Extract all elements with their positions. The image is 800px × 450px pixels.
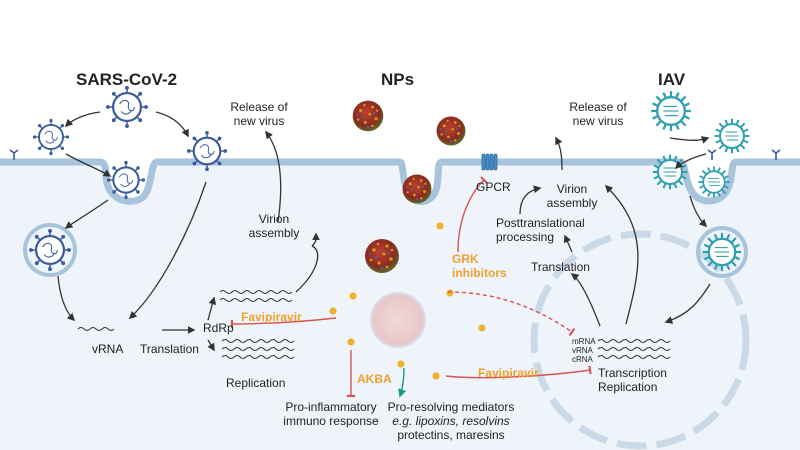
label-pro-resolving-line1: Pro-resolving mediators xyxy=(387,400,515,414)
receptor-icons xyxy=(9,149,781,160)
np-degrading xyxy=(370,292,426,348)
label-pro-resolving: Pro-resolving mediators e.g. lipoxins, r… xyxy=(386,400,516,442)
rna-strands-left xyxy=(77,290,295,359)
label-virion-right: Virion assembly xyxy=(542,182,602,210)
drug-akba: AKBA xyxy=(357,372,392,386)
drug-grk-line2: inhibitors xyxy=(452,266,507,280)
label-posttranslational-line2: processing xyxy=(496,230,555,244)
label-release-right-line2: new virus xyxy=(572,114,624,128)
label-pro-resolving-line2: e.g. lipoxins, resolvins xyxy=(392,414,510,428)
drug-grk-inhibitors: GRK inhibitors xyxy=(452,252,507,280)
label-virion-right-line1: Virion xyxy=(556,182,588,196)
label-virion-left-line2: assembly xyxy=(248,226,300,240)
label-pro-inflammatory: Pro-inflammatory immuno response xyxy=(281,400,381,428)
np-intracellular xyxy=(365,239,399,273)
drug-grk-line1: GRK xyxy=(452,252,479,266)
label-vrna-small: vRNA xyxy=(572,346,593,355)
label-release-left-line1: Release of xyxy=(230,100,288,114)
label-pro-inflammatory-line1: Pro-inflammatory xyxy=(285,400,377,414)
label-virion-left-line1: Virion xyxy=(258,212,290,226)
label-vrna: vRNA xyxy=(92,342,124,356)
label-crna: cRNA xyxy=(572,355,593,364)
label-virion-right-line2: assembly xyxy=(546,196,598,210)
inhibition-lines xyxy=(230,176,592,398)
iav-virus-entering xyxy=(651,153,689,191)
label-posttranslational: Posttranslational processing xyxy=(496,216,585,244)
label-release-right-line1: Release of xyxy=(569,100,627,114)
header-iav: IAV xyxy=(658,70,686,89)
label-translation-left: Translation xyxy=(140,342,199,356)
np-top-right xyxy=(436,116,466,146)
label-release-right: Release of new virus xyxy=(563,100,633,128)
label-mrna: mRNA xyxy=(572,337,596,346)
drug-dots xyxy=(329,222,486,380)
np-top-left xyxy=(352,100,384,132)
pathway-arrows xyxy=(57,111,711,352)
label-transcription: Transcription xyxy=(598,366,667,380)
label-release-left: Release of new virus xyxy=(224,100,294,128)
sars-virus-left xyxy=(32,118,70,156)
np-membrane xyxy=(402,174,432,204)
label-gpcr: GPCR xyxy=(476,180,511,194)
iav-virus-right xyxy=(713,117,751,155)
drug-favipiravir-right: Favipiravir xyxy=(478,366,539,380)
label-translation-right: Translation xyxy=(531,260,590,274)
iav-virus-endosome xyxy=(701,231,743,273)
header-nps: NPs xyxy=(381,70,415,89)
label-rdrp: RdRp xyxy=(203,321,234,335)
akba-teal-arrow xyxy=(398,367,407,398)
header-sars-cov-2: SARS-CoV-2 xyxy=(76,70,178,89)
iav-virus-budding xyxy=(697,165,731,199)
label-posttranslational-line1: Posttranslational xyxy=(496,216,585,230)
iav-virus-top xyxy=(649,89,693,133)
nucleus-envelope xyxy=(530,230,750,450)
label-replication-right: Replication xyxy=(598,380,658,394)
label-release-left-line2: new virus xyxy=(233,114,285,128)
gpcr-receptor xyxy=(481,153,498,171)
sars-virus-top xyxy=(105,85,149,129)
rna-strands-right xyxy=(597,339,671,359)
label-pro-inflammatory-line2: immuno response xyxy=(283,414,379,428)
label-replication-left: Replication xyxy=(226,376,286,390)
label-virion-left: Virion assembly xyxy=(244,212,304,240)
drug-favipiravir-left: Favipiravir xyxy=(241,310,302,324)
label-transcription-replication: Transcription Replication xyxy=(598,366,667,394)
label-pro-resolving-line3: protectins, maresins xyxy=(397,428,505,442)
